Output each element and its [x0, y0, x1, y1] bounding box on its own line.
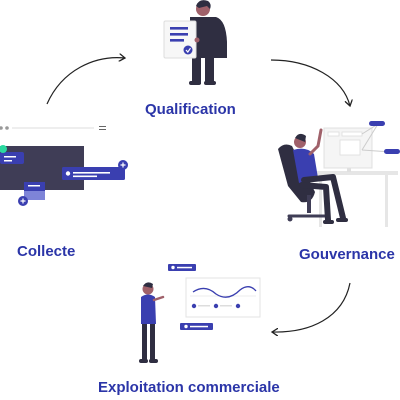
stage-label-collecte: Collecte	[17, 243, 76, 260]
arrow-gouvernance-to-exploitation	[272, 282, 351, 332]
qualification-illustration	[163, 0, 227, 85]
arrow-collecte-to-qualification	[46, 58, 125, 105]
exploitation-illustration	[139, 264, 261, 363]
stage-label-exploitation-commerciale: Exploitation commerciale	[98, 379, 280, 396]
collecte-illustration	[0, 126, 128, 206]
arrow-qualification-to-gouvernance	[270, 59, 350, 106]
gouvernance-illustration	[278, 121, 400, 227]
stage-label-gouvernance: Gouvernance	[299, 246, 395, 263]
stage-label-qualification: Qualification	[145, 101, 236, 118]
